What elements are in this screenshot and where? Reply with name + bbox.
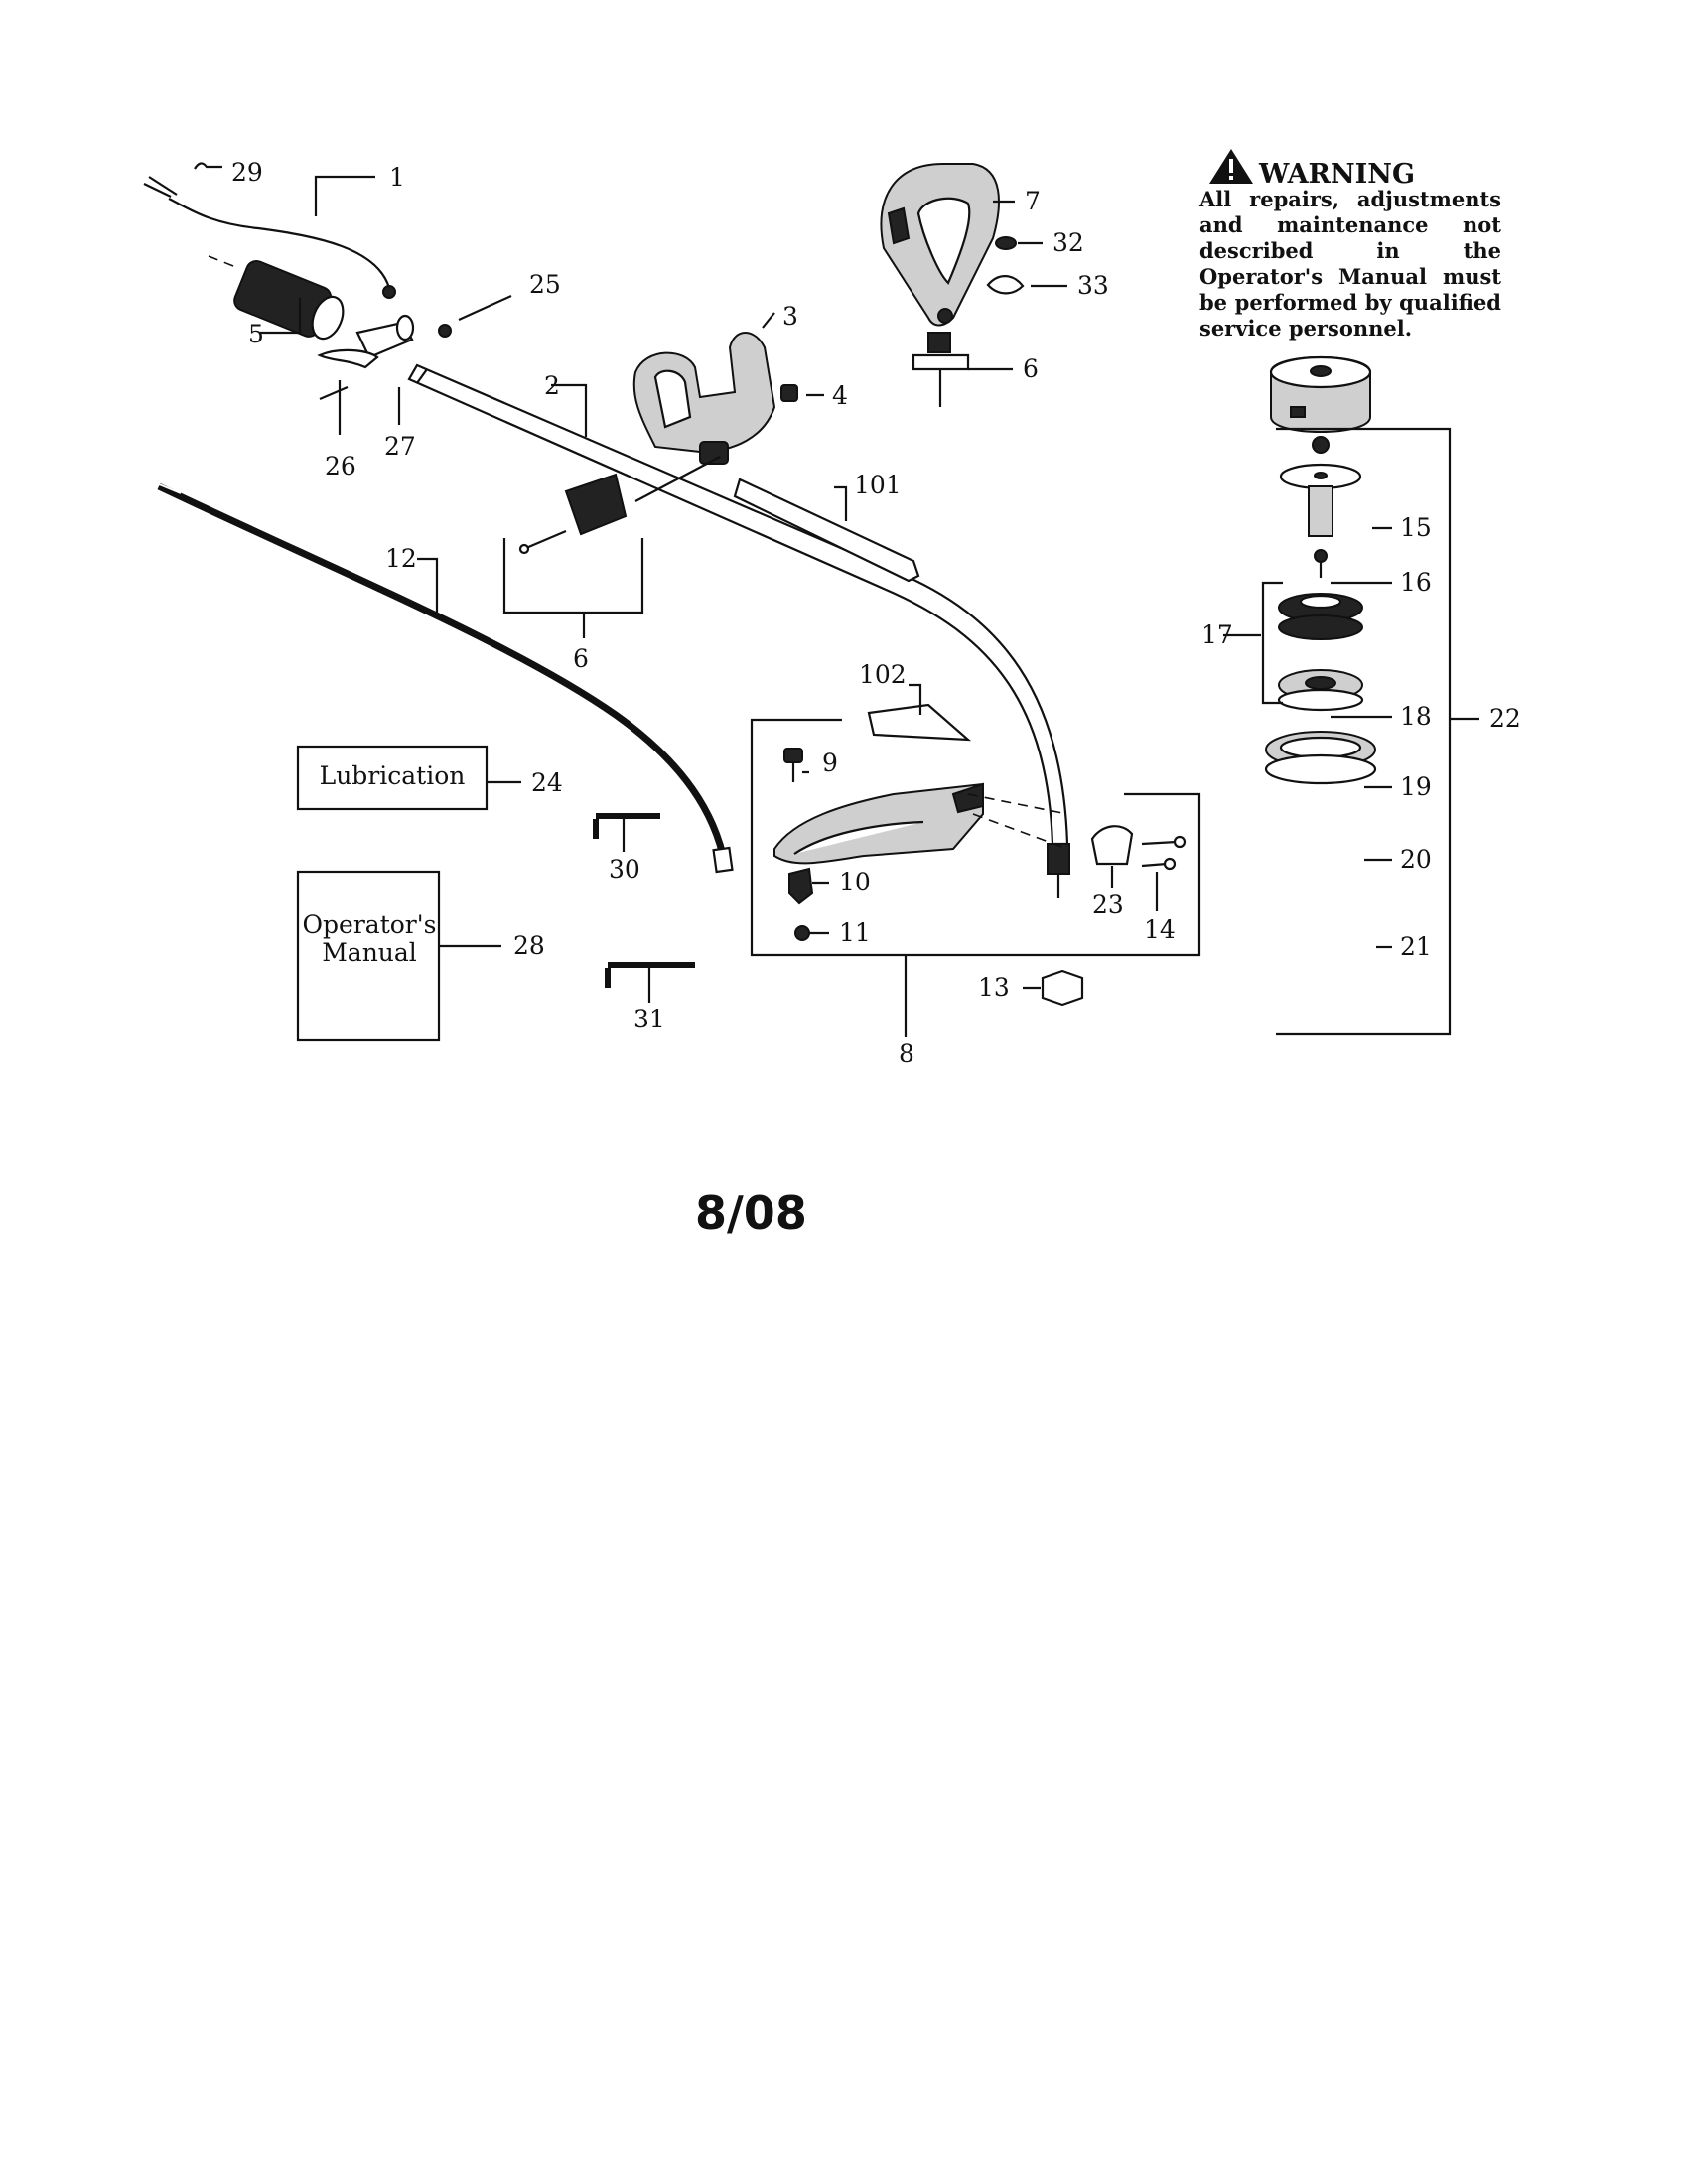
callout-14: 14 <box>1144 915 1176 944</box>
callout-20: 20 <box>1400 845 1432 874</box>
callout-25: 25 <box>529 270 561 299</box>
callout-31: 31 <box>633 1005 665 1033</box>
callout-1: 1 <box>389 163 405 192</box>
callout-numbers: 29 1 25 5 2 3 4 26 27 101 12 6 102 24 9 … <box>231 158 1521 1068</box>
callout-8: 8 <box>899 1039 914 1068</box>
d-handle <box>880 163 1000 327</box>
bracket-8 <box>750 718 1201 957</box>
callout-101: 101 <box>854 471 902 499</box>
callout-21: 21 <box>1400 932 1432 961</box>
callout-27: 27 <box>384 432 416 461</box>
warning-icon <box>1209 149 1253 184</box>
callout-19: 19 <box>1400 772 1432 801</box>
callout-102: 102 <box>859 660 907 689</box>
retaining-ring-21 <box>1264 731 1377 785</box>
nut-16 <box>1312 436 1330 454</box>
callout-24: 24 <box>531 768 563 797</box>
assist-handle <box>632 332 776 502</box>
nut-32 <box>995 236 1017 250</box>
callout-22: 22 <box>1489 704 1521 733</box>
power-cord <box>143 176 396 299</box>
clip-10 <box>788 867 814 905</box>
clamp-23 <box>1090 825 1134 866</box>
screw-26 <box>319 385 349 401</box>
motor-housing <box>208 255 345 341</box>
callout-12: 12 <box>385 544 417 573</box>
callout-18: 18 <box>1400 702 1432 731</box>
hex-key-30 <box>593 813 660 839</box>
flex-cable <box>156 482 734 874</box>
callout-29: 29 <box>231 158 263 187</box>
callout-2: 2 <box>544 371 560 400</box>
callout-33: 33 <box>1077 271 1109 300</box>
spool-19 <box>1278 593 1363 640</box>
shaft-guard-101 <box>733 478 920 583</box>
manual-label-line1: Operator's <box>303 910 437 939</box>
callout-6-clamp: 6 <box>573 644 589 673</box>
callout-9: 9 <box>822 749 838 777</box>
clip-33 <box>986 275 1025 295</box>
manual-label-line2: Manual <box>322 938 417 967</box>
knob-6 <box>912 332 970 407</box>
line-cutter-102 <box>867 703 972 742</box>
lubrication-box <box>296 745 489 811</box>
bolt-18 <box>1314 549 1328 578</box>
screws-14 <box>1141 835 1187 871</box>
handle-clamp <box>518 473 628 555</box>
callout-30: 30 <box>609 855 640 884</box>
callout-15: 15 <box>1400 513 1432 542</box>
bracket-17 <box>1261 581 1283 705</box>
callout-23: 23 <box>1092 890 1124 919</box>
callout-17: 17 <box>1201 620 1233 649</box>
hex-key-31 <box>605 962 695 988</box>
callout-5: 5 <box>248 320 264 348</box>
revision-date: 8/08 <box>695 1186 807 1240</box>
bracket-22 <box>1276 427 1452 1036</box>
leader-lines <box>260 175 1479 1037</box>
spool-cover-15 <box>1269 355 1372 433</box>
screw-9 <box>783 748 803 782</box>
hub-20 <box>1277 669 1364 712</box>
shaft-adapter-17 <box>1279 463 1362 537</box>
main-shaft <box>407 363 1070 898</box>
nut-25 <box>438 324 452 338</box>
nut-4 <box>780 384 798 402</box>
nut-11 <box>794 925 810 941</box>
callout-7: 7 <box>1025 187 1041 215</box>
nut-13 <box>1041 969 1084 1007</box>
plug-clip <box>194 162 222 170</box>
guard <box>773 782 1068 865</box>
callout-11: 11 <box>839 918 871 947</box>
manual-box <box>296 870 441 1042</box>
callout-10: 10 <box>839 868 871 896</box>
lubrication-label: Lubrication <box>320 761 466 790</box>
callout-3: 3 <box>782 302 798 331</box>
callout-4: 4 <box>832 381 848 410</box>
callout-28: 28 <box>513 931 545 960</box>
warning-title: WARNING <box>1259 159 1416 190</box>
callout-26: 26 <box>325 452 356 480</box>
callout-32: 32 <box>1052 228 1084 257</box>
warning-text: All repairs, adjustments and maintenance… <box>1199 187 1501 341</box>
callout-16: 16 <box>1400 568 1432 597</box>
switch-handle <box>317 314 415 369</box>
callout-6-knob: 6 <box>1023 354 1039 383</box>
callout-13: 13 <box>978 973 1010 1002</box>
